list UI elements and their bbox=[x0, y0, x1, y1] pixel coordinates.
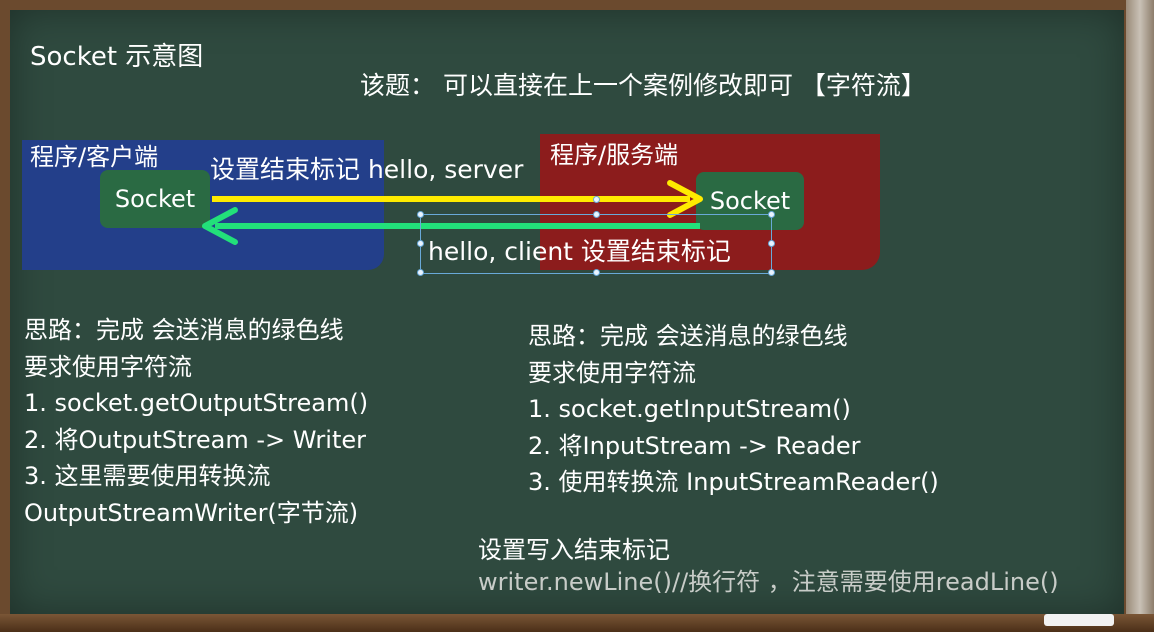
chalk-piece bbox=[1044, 614, 1114, 626]
selection-handle[interactable] bbox=[417, 269, 424, 276]
left-notes: 思路：完成 会送消息的绿色线 要求使用字符流 1. socket.getOutp… bbox=[24, 312, 368, 531]
note-line: OutputStreamWriter(字节流) bbox=[24, 498, 359, 527]
client-socket: Socket bbox=[100, 170, 210, 228]
note-line: 思路：完成 会送消息的绿色线 bbox=[24, 316, 344, 344]
slide-title: Socket 示意图 bbox=[30, 42, 204, 72]
selection-handle[interactable] bbox=[593, 269, 600, 276]
board-frame-right bbox=[1126, 0, 1154, 632]
note-line: 1. socket.getInputStream() bbox=[528, 395, 851, 423]
selection-handle[interactable] bbox=[768, 211, 775, 218]
note-line: 3. 使用转换流 InputStreamReader() bbox=[528, 468, 939, 496]
bottom-note: 设置写入结束标记 bbox=[478, 536, 670, 564]
reply-arrow bbox=[202, 207, 700, 245]
selection-handle[interactable] bbox=[768, 240, 775, 247]
note-line: 1. socket.getOutputStream() bbox=[24, 389, 369, 417]
note-line: 2. 将OutputStream -> Writer bbox=[24, 425, 366, 454]
topic-text: 该题： 可以直接在上一个案例修改即可 【字符流】 bbox=[360, 71, 926, 100]
selection-handle[interactable] bbox=[417, 211, 424, 218]
rotate-handle[interactable] bbox=[593, 196, 600, 203]
server-socket: Socket bbox=[696, 172, 804, 230]
note-line: 3. 这里需要使用转换流 bbox=[24, 462, 271, 490]
note-line: 要求使用字符流 bbox=[24, 352, 192, 381]
client-label: 程序/客户端 bbox=[30, 143, 159, 171]
note-line: 2. 将InputStream -> Reader bbox=[528, 431, 861, 460]
note-line: 思路：完成 会送消息的绿色线 bbox=[528, 322, 848, 350]
reply-label[interactable]: hello, client 设置结束标记 bbox=[428, 237, 731, 266]
send-arrow bbox=[212, 180, 703, 218]
chalkboard bbox=[10, 10, 1124, 614]
send-label: 设置结束标记 hello, server bbox=[210, 155, 524, 184]
selection-handle[interactable] bbox=[593, 211, 600, 218]
note-line: 要求使用字符流 bbox=[528, 358, 696, 387]
bottom-code-note: writer.newLine()//换行符 ，注意需要使用readLine() bbox=[478, 568, 1059, 596]
right-notes: 思路：完成 会送消息的绿色线 要求使用字符流 1. socket.getInpu… bbox=[528, 318, 939, 501]
selection-handle[interactable] bbox=[417, 240, 424, 247]
selection-handle[interactable] bbox=[768, 269, 775, 276]
server-label: 程序/服务端 bbox=[550, 141, 679, 169]
chalk-tray bbox=[0, 614, 1154, 632]
